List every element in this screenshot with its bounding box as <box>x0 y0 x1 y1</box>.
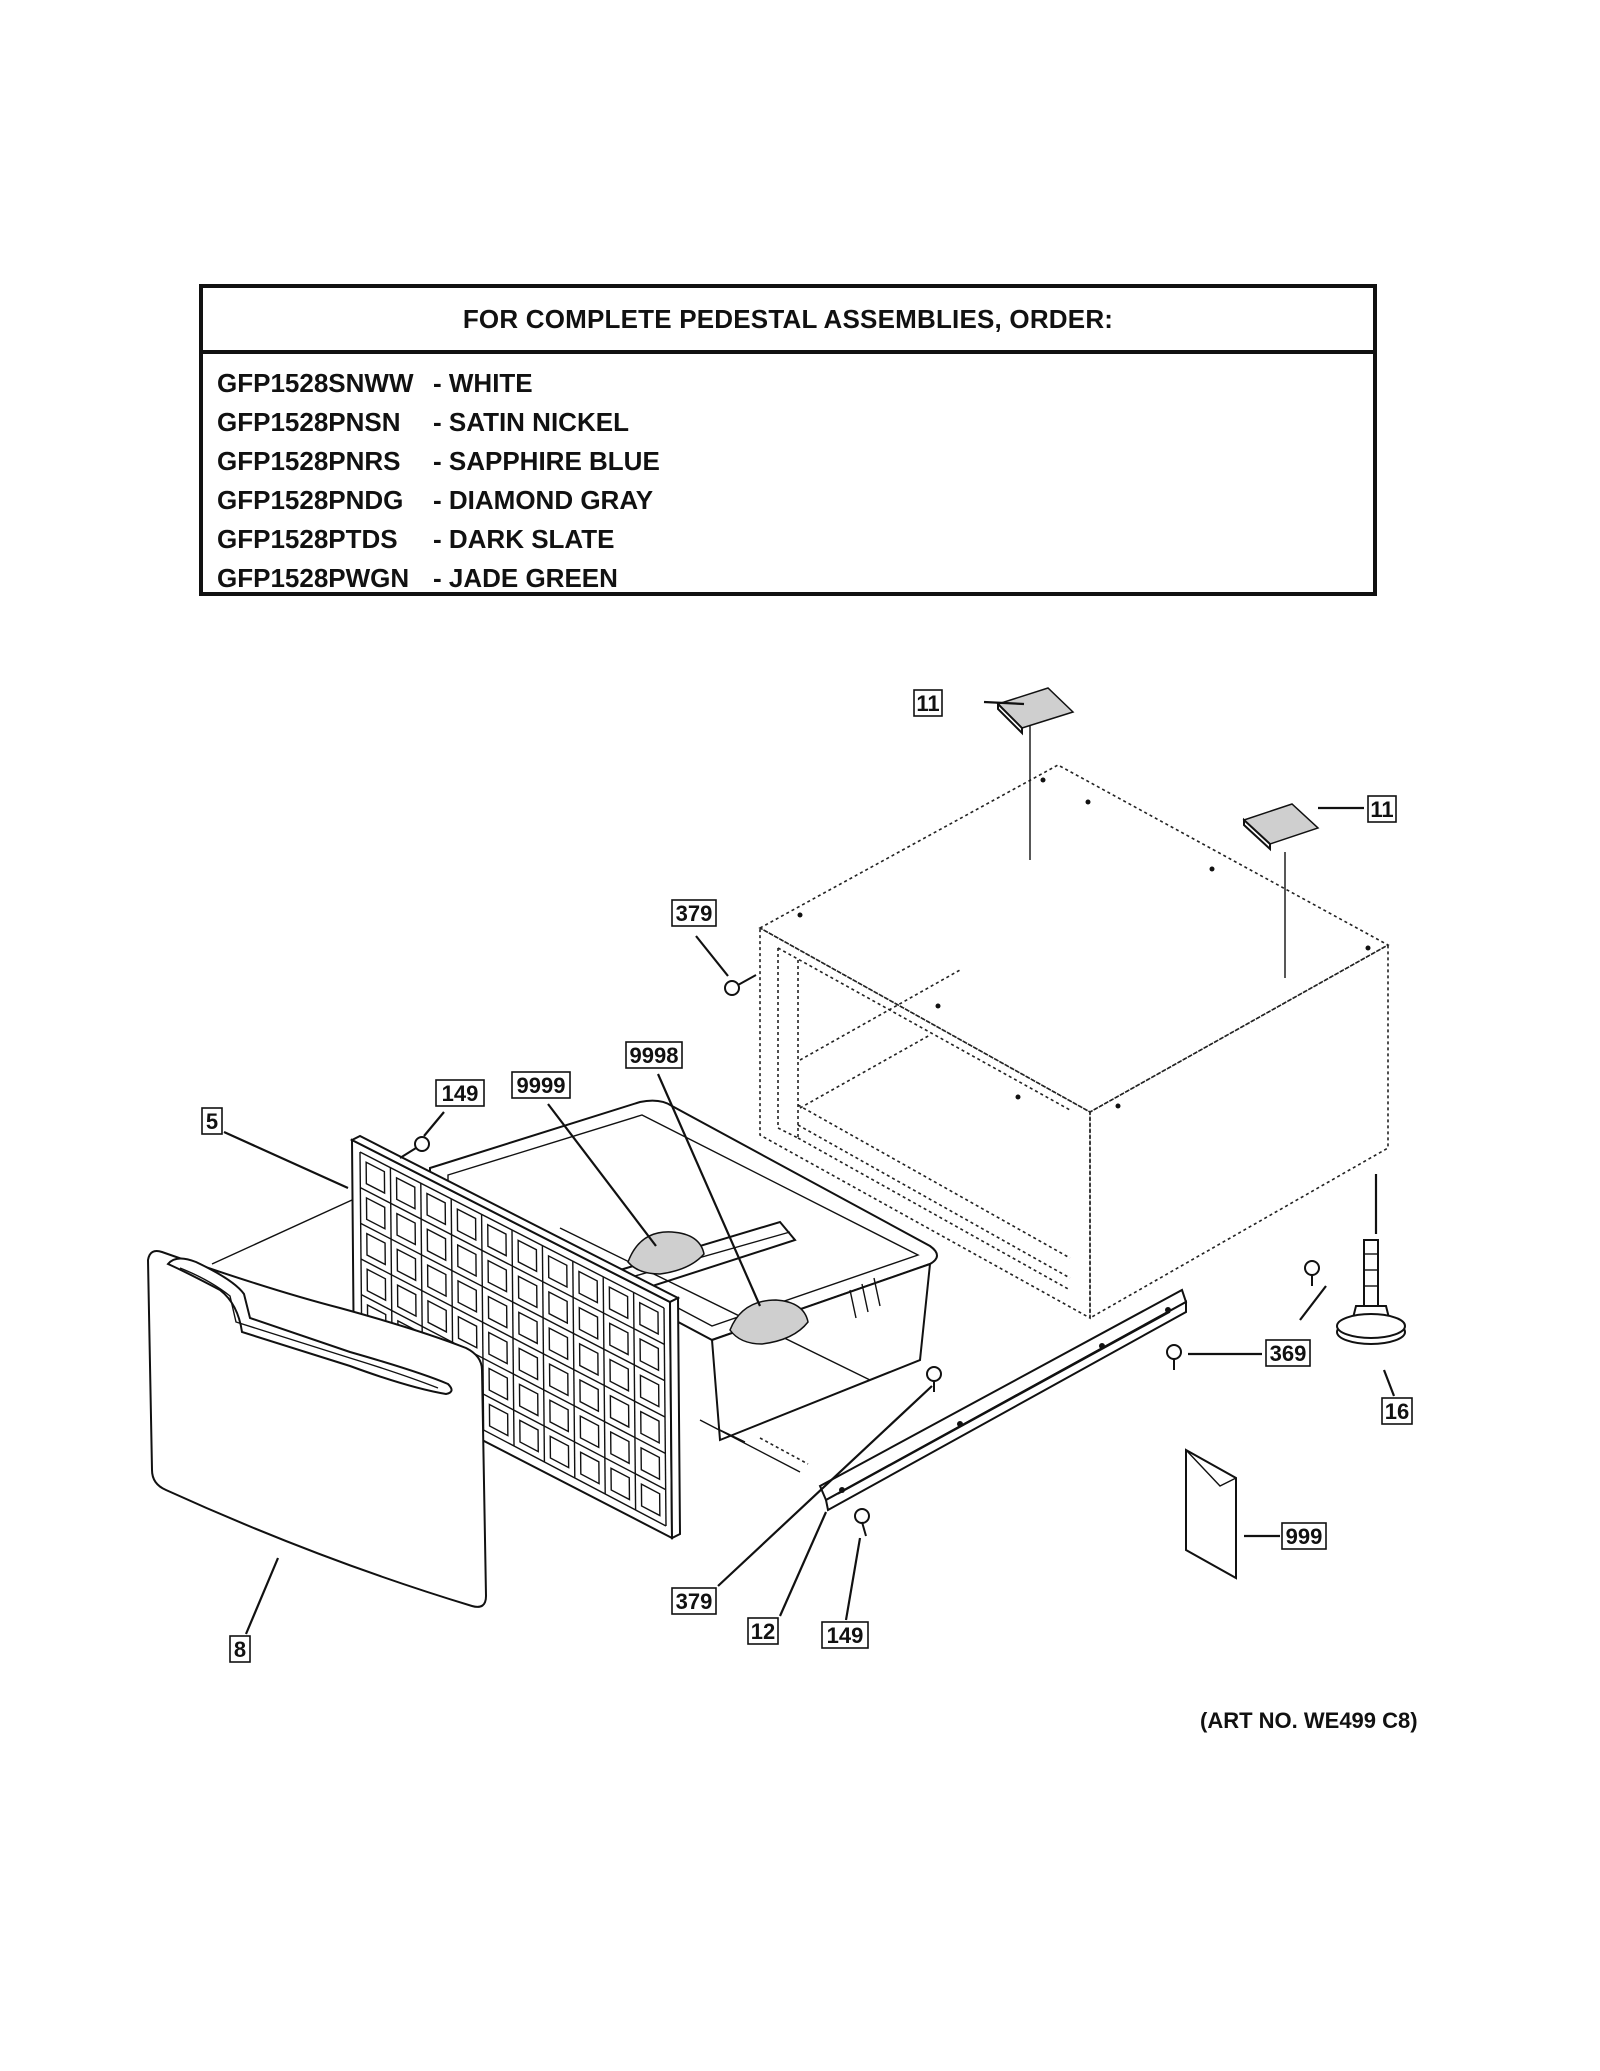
order-color: - DARK SLATE <box>433 524 615 554</box>
callout-379: 379 <box>671 899 717 927</box>
callout-16: 16 <box>1381 1397 1413 1425</box>
callout-12: 12 <box>747 1617 779 1645</box>
svg-text:11: 11 <box>916 691 939 716</box>
foam-pad <box>996 687 1075 736</box>
order-row: GFP1528PNDG - DIAMOND GRAY <box>203 481 1373 520</box>
order-model: GFP1528SNWW <box>217 368 414 398</box>
order-model: GFP1528PNDG <box>217 485 404 515</box>
order-table: FOR COMPLETE PEDESTAL ASSEMBLIES, ORDER:… <box>199 284 1377 596</box>
pedestal-cabinet <box>758 725 1390 1320</box>
callout-999: 999 <box>1281 1522 1327 1550</box>
svg-text:8: 8 <box>234 1637 246 1662</box>
callout-11: 11 <box>913 689 943 717</box>
callout-11: 11 <box>1367 795 1397 823</box>
order-table-header: FOR COMPLETE PEDESTAL ASSEMBLIES, ORDER: <box>203 288 1373 354</box>
order-model: GFP1528PTDS <box>217 524 398 554</box>
drawer-tub <box>429 1099 938 1473</box>
order-model: GFP1528PWGN <box>217 563 410 593</box>
svg-text:9998: 9998 <box>630 1043 679 1068</box>
foam-pad <box>1242 803 1320 852</box>
svg-text:369: 369 <box>1270 1341 1307 1366</box>
leader-lines <box>223 700 1396 1635</box>
order-row: GFP1528PNRS - SAPPHIRE BLUE <box>203 442 1373 481</box>
svg-text:11: 11 <box>1370 797 1393 822</box>
callout-9999: 9999 <box>511 1071 571 1099</box>
literature-envelope <box>1185 1448 1237 1580</box>
order-row: GFP1528PTDS - DARK SLATE <box>203 520 1373 559</box>
order-color: - SATIN NICKEL <box>433 407 629 437</box>
callout-149: 149 <box>821 1621 869 1649</box>
screw-379-bottom <box>926 1366 942 1392</box>
callout-369: 369 <box>1265 1339 1311 1367</box>
order-row: GFP1528PWGN - JADE GREEN <box>203 559 1373 598</box>
order-row: GFP1528PNSN - SATIN NICKEL <box>203 403 1373 442</box>
order-color: - DIAMOND GRAY <box>433 485 654 515</box>
drawer-slide-rail <box>818 1288 1188 1512</box>
callout-9998: 9998 <box>625 1041 683 1069</box>
screw-149-bottom <box>854 1508 870 1537</box>
leveling-foot <box>1336 1239 1406 1345</box>
order-table-rows: GFP1528SNWW - WHITE GFP1528PNSN - SATIN … <box>203 354 1373 598</box>
svg-text:12: 12 <box>751 1619 775 1644</box>
callout-5: 5 <box>201 1107 223 1135</box>
screw-149-top <box>399 1136 430 1159</box>
order-color: - JADE GREEN <box>433 563 618 593</box>
svg-text:379: 379 <box>676 1589 713 1614</box>
callout-149: 149 <box>435 1079 485 1107</box>
order-model: GFP1528PNSN <box>217 407 401 437</box>
order-model: GFP1528PNRS <box>217 446 401 476</box>
order-color: - SAPPHIRE BLUE <box>433 446 660 476</box>
svg-text:9999: 9999 <box>517 1073 566 1098</box>
svg-text:16: 16 <box>1385 1399 1409 1424</box>
svg-text:5: 5 <box>206 1109 218 1134</box>
screw-379-top <box>724 974 757 996</box>
callout-8: 8 <box>229 1635 251 1663</box>
svg-text:149: 149 <box>442 1081 479 1106</box>
art-number: (ART NO. WE499 C8) <box>1200 1708 1418 1733</box>
svg-text:379: 379 <box>676 901 713 926</box>
svg-text:149: 149 <box>827 1623 864 1648</box>
order-row: GFP1528SNWW - WHITE <box>203 364 1373 403</box>
svg-text:999: 999 <box>1286 1524 1323 1549</box>
order-color: - WHITE <box>433 368 533 398</box>
drawer-front-frame <box>349 1134 682 1540</box>
screw-369 <box>1166 1260 1320 1370</box>
drawer-front-panel <box>146 1199 488 1608</box>
callout-379: 379 <box>671 1587 717 1615</box>
